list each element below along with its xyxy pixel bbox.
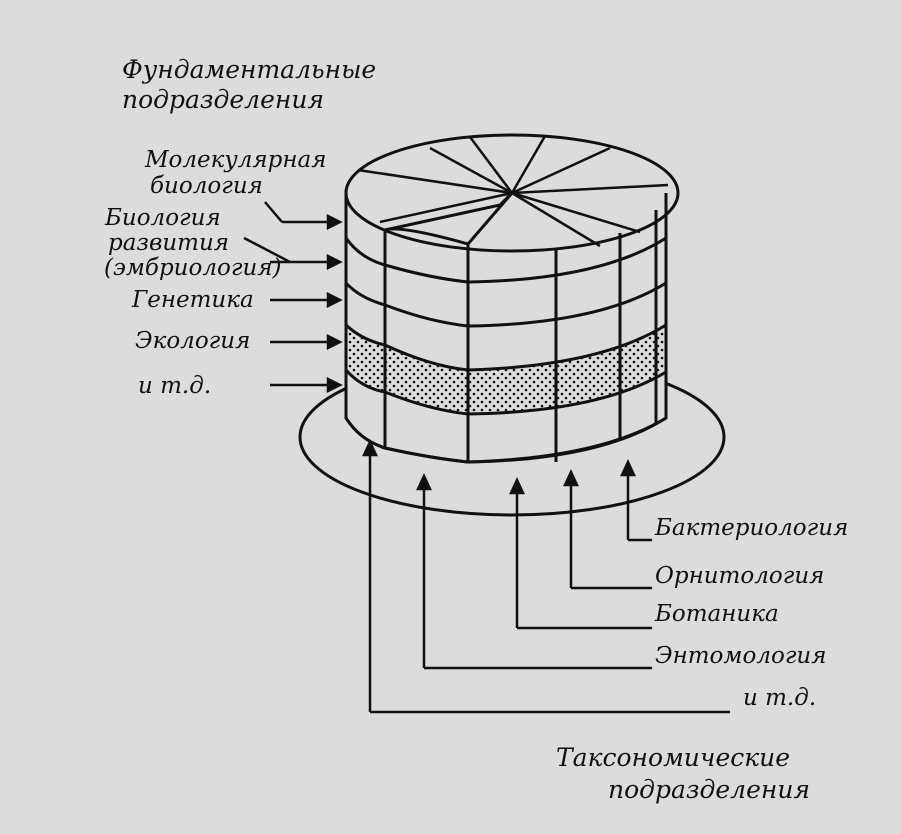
bottom-caption-line1: Таксономические (556, 743, 791, 772)
label-fundamental-etc: и т.д. (138, 373, 212, 399)
ecology-band (344, 321, 668, 416)
taxonomic-leaders (362, 439, 730, 714)
top-caption-line1: Фундаментальные (122, 55, 377, 84)
label-developmental-line3: (эмбриология) (104, 255, 282, 281)
label-developmental-line1: Биология (105, 205, 221, 231)
top-caption-line2: подразделения (122, 85, 325, 114)
label-ecology: Экология (135, 328, 251, 354)
label-ornithology: Орнитология (655, 563, 825, 589)
label-molecular-line1: Молекулярная (145, 147, 327, 173)
layer-lines (344, 236, 667, 328)
cake-outline (344, 191, 668, 464)
top-radials (357, 135, 669, 248)
bottom-caption-line2: подразделения (608, 775, 811, 804)
label-developmental-line2: развития (108, 230, 230, 256)
fundamental-arrows (243, 201, 343, 394)
label-botany: Ботаника (655, 601, 779, 627)
label-entomology: Энтомология (655, 643, 827, 669)
label-taxonomic-etc: и т.д. (743, 685, 817, 711)
slice-lines (554, 210, 658, 462)
label-molecular-line2: биология (150, 173, 263, 199)
label-genetics: Генетика (132, 287, 254, 313)
label-bacteriology: Бактериология (655, 515, 849, 541)
